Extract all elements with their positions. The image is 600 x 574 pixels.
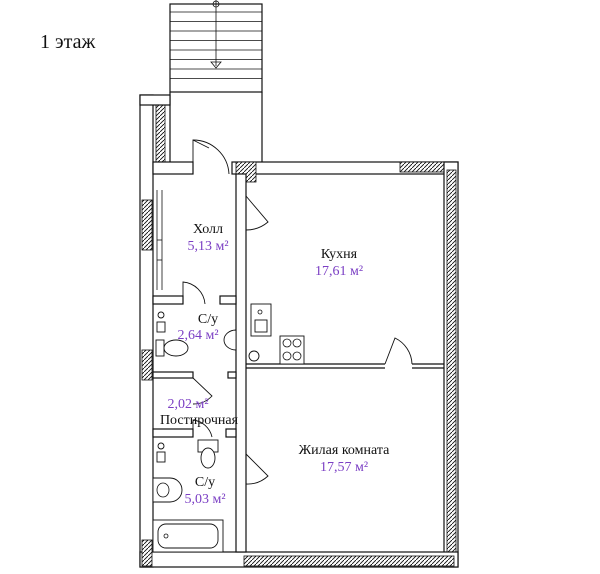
room-name-hall: Холл — [193, 222, 223, 237]
toilet-icon — [155, 339, 189, 357]
room-area-living: 17,57 м² — [320, 460, 368, 475]
sink-icon — [223, 329, 237, 351]
room-area-laundry: 2,02 м² — [167, 397, 208, 412]
room-area-hall: 5,13 м² — [187, 239, 228, 254]
room-area-bath2: 5,03 м² — [184, 492, 225, 507]
room-name-laundry: Постирочная — [160, 413, 239, 428]
outer-walls — [139, 94, 459, 568]
fixtures — [152, 303, 305, 553]
room-name-living: Жилая комната — [299, 443, 390, 458]
room-area-kitchen: 17,61 м² — [315, 264, 363, 279]
room-name-kitchen: Кухня — [321, 247, 358, 262]
washer-icon — [197, 439, 219, 469]
inner-walls — [152, 173, 444, 553]
porch-stairs — [169, 0, 263, 162]
room-labels: Холл 5,13 м² Кухня 17,61 м² С/у 2,64 м² … — [160, 222, 390, 507]
bathtub-icon — [152, 519, 224, 553]
room-name-bath1: С/у — [198, 312, 218, 327]
left-windows — [156, 190, 163, 290]
doors — [182, 139, 413, 485]
floor-label: 1 этаж — [40, 31, 95, 53]
room-area-bath1: 2,64 м² — [177, 328, 218, 343]
room-name-bath2: С/у — [195, 475, 215, 490]
stove-icon — [279, 335, 305, 365]
